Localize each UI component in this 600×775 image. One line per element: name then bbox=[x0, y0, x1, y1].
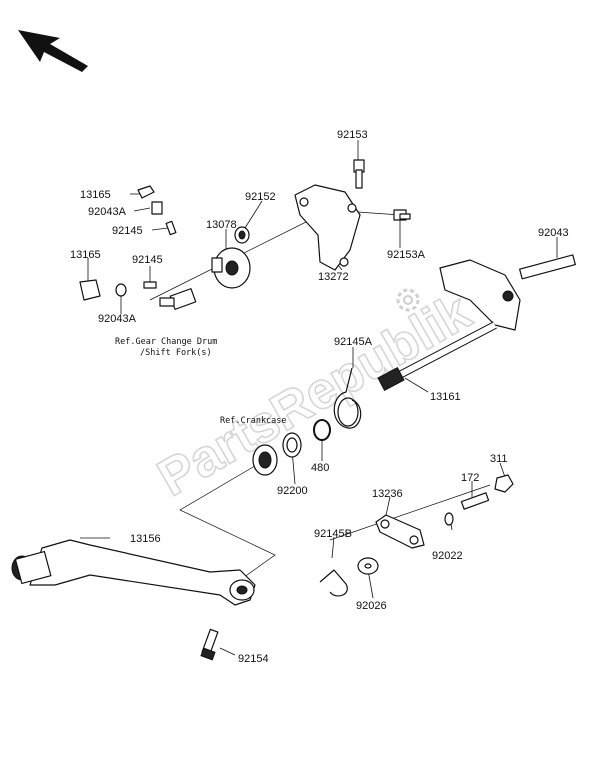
part-13161-shift-shaft bbox=[377, 259, 521, 392]
part-92145B-spring bbox=[319, 569, 348, 597]
part-92152-washer bbox=[234, 226, 250, 244]
label-172: 172 bbox=[461, 472, 479, 484]
part-92022-washer bbox=[444, 512, 454, 526]
part-92153-bolt bbox=[353, 159, 365, 189]
part-480-circlip bbox=[313, 419, 331, 441]
part-13236-lever bbox=[375, 514, 425, 549]
part-311-nut bbox=[494, 474, 514, 493]
label-92154: 92154 bbox=[238, 653, 269, 665]
label-92152: 92152 bbox=[245, 191, 276, 203]
label-13165: 13165 bbox=[70, 249, 101, 261]
front-direction-arrow-icon bbox=[18, 30, 88, 72]
label-92153: 92153 bbox=[337, 129, 368, 141]
label-92043A: 92043A bbox=[88, 206, 127, 218]
label-92026: 92026 bbox=[356, 600, 387, 612]
reference-notes: Ref.Gear Change Drum /Shift Fork(s) Ref.… bbox=[115, 337, 287, 426]
label-13165: 13165 bbox=[80, 189, 111, 201]
label-92145A: 92145A bbox=[334, 336, 373, 348]
label-480: 480 bbox=[311, 462, 329, 474]
part-92145-spring-small bbox=[143, 220, 177, 289]
part-92043-pin bbox=[519, 254, 576, 280]
part-172-bolt bbox=[460, 492, 490, 510]
label-13156: 13156 bbox=[130, 533, 161, 545]
label-13236: 13236 bbox=[372, 488, 403, 500]
part-13165-pawl bbox=[79, 185, 155, 301]
label-311: 311 bbox=[490, 453, 508, 465]
part-gear-change-stud bbox=[159, 288, 197, 310]
part-13078-ratchet bbox=[211, 247, 251, 289]
label-13272: 13272 bbox=[318, 271, 349, 283]
part-92043A-pin bbox=[115, 201, 163, 297]
ref-shift-forks: /Shift Fork(s) bbox=[140, 348, 212, 358]
label-13078: 13078 bbox=[206, 219, 237, 231]
label-92022: 92022 bbox=[432, 550, 463, 562]
leader-lines bbox=[80, 140, 558, 656]
label-13161: 13161 bbox=[430, 391, 461, 403]
label-92145B: 92145B bbox=[314, 528, 352, 540]
part-92026-washer bbox=[357, 557, 379, 575]
label-92200: 92200 bbox=[277, 485, 308, 497]
gear-icon bbox=[396, 288, 420, 312]
label-92145: 92145 bbox=[112, 225, 143, 237]
part-labels: 92153 13165 92043A 92152 92145 13078 131… bbox=[70, 129, 569, 665]
label-92043: 92043 bbox=[538, 227, 569, 239]
ref-gear-change-drum: Ref.Gear Change Drum bbox=[115, 337, 217, 347]
label-92153A: 92153A bbox=[387, 249, 426, 261]
part-seal bbox=[252, 444, 278, 476]
part-92200-washer bbox=[282, 432, 302, 458]
label-92145: 92145 bbox=[132, 254, 163, 266]
part-13272-plate bbox=[294, 184, 361, 271]
ref-crankcase: Ref.Crankcase bbox=[220, 416, 287, 426]
part-92145A-spring bbox=[333, 367, 362, 429]
part-92153A-bolt bbox=[393, 209, 411, 221]
label-92043A: 92043A bbox=[98, 313, 137, 325]
part-92154-bolt bbox=[200, 628, 219, 661]
part-13156-shift-pedal bbox=[11, 539, 256, 606]
